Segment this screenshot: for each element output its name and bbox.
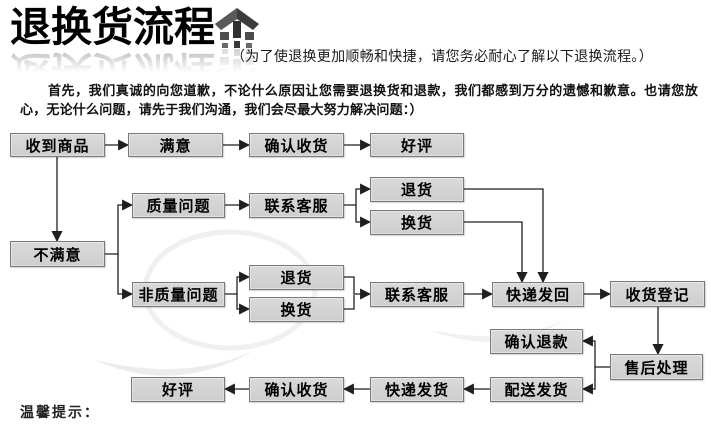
flow-arrow bbox=[464, 188, 549, 284]
flow-arrow bbox=[344, 276, 372, 300]
flow-arrow bbox=[225, 271, 251, 295]
flow-node-unsatisfied: 不满意 bbox=[10, 241, 105, 267]
flow-node-nonquality: 非质量问题 bbox=[132, 282, 225, 307]
page-title: 退换货流程 bbox=[10, 4, 215, 50]
flow-node-express-back: 快递发回 bbox=[492, 282, 584, 307]
flow-node-confirm-bottom: 确认收货 bbox=[249, 377, 344, 402]
flow-node-exchange-quality: 换货 bbox=[370, 210, 464, 235]
flow-arrow bbox=[464, 221, 528, 284]
house-up-arrow-icon bbox=[213, 7, 261, 49]
flow-arrow bbox=[581, 335, 610, 368]
flow-arrow bbox=[581, 367, 596, 395]
flow-node-praise-bottom: 好评 bbox=[131, 377, 225, 402]
flow-arrow bbox=[355, 205, 372, 228]
flow-arrow bbox=[344, 183, 372, 206]
flow-arrow bbox=[117, 254, 134, 300]
flow-arrow bbox=[105, 199, 134, 255]
subtitle: （为了使退换更加顺畅和快捷，请您务必耐心了解以下退换流程。） bbox=[231, 48, 653, 64]
tip-label: 温馨提示： bbox=[20, 404, 100, 420]
flow-node-satisfied: 满意 bbox=[128, 133, 223, 157]
flow-node-contact-quality: 联系客服 bbox=[249, 193, 344, 218]
flow-node-confirm-refund: 确认退款 bbox=[490, 329, 583, 354]
intro-paragraph: 首先，我们真诚的向您道歉，不论什么原因让您需要退换货和退款，我们都感到万分的遗憾… bbox=[20, 83, 698, 117]
flow-node-express-ship: 快递发货 bbox=[370, 377, 464, 402]
flow-node-quality: 质量问题 bbox=[132, 193, 225, 218]
flow-node-exchange-nonquality: 换货 bbox=[249, 297, 344, 322]
flow-node-aftersales: 售后处理 bbox=[610, 354, 703, 380]
flow-arrow bbox=[344, 295, 355, 310]
flow-node-dispatch: 配送发货 bbox=[490, 377, 583, 402]
flow-node-return-nonquality: 退货 bbox=[249, 265, 344, 290]
flow-node-confirm-top: 确认收货 bbox=[249, 133, 344, 157]
house-icon-reflection bbox=[213, 48, 261, 90]
flow-node-praise-top: 好评 bbox=[370, 133, 464, 157]
flow-arrow bbox=[236, 294, 251, 315]
flow-node-received: 收到商品 bbox=[10, 133, 105, 157]
flow-node-receipt-register: 收货登记 bbox=[610, 281, 705, 307]
flow-node-return-quality: 退货 bbox=[370, 177, 464, 202]
flow-node-contact-nonquality: 联系客服 bbox=[370, 282, 464, 307]
